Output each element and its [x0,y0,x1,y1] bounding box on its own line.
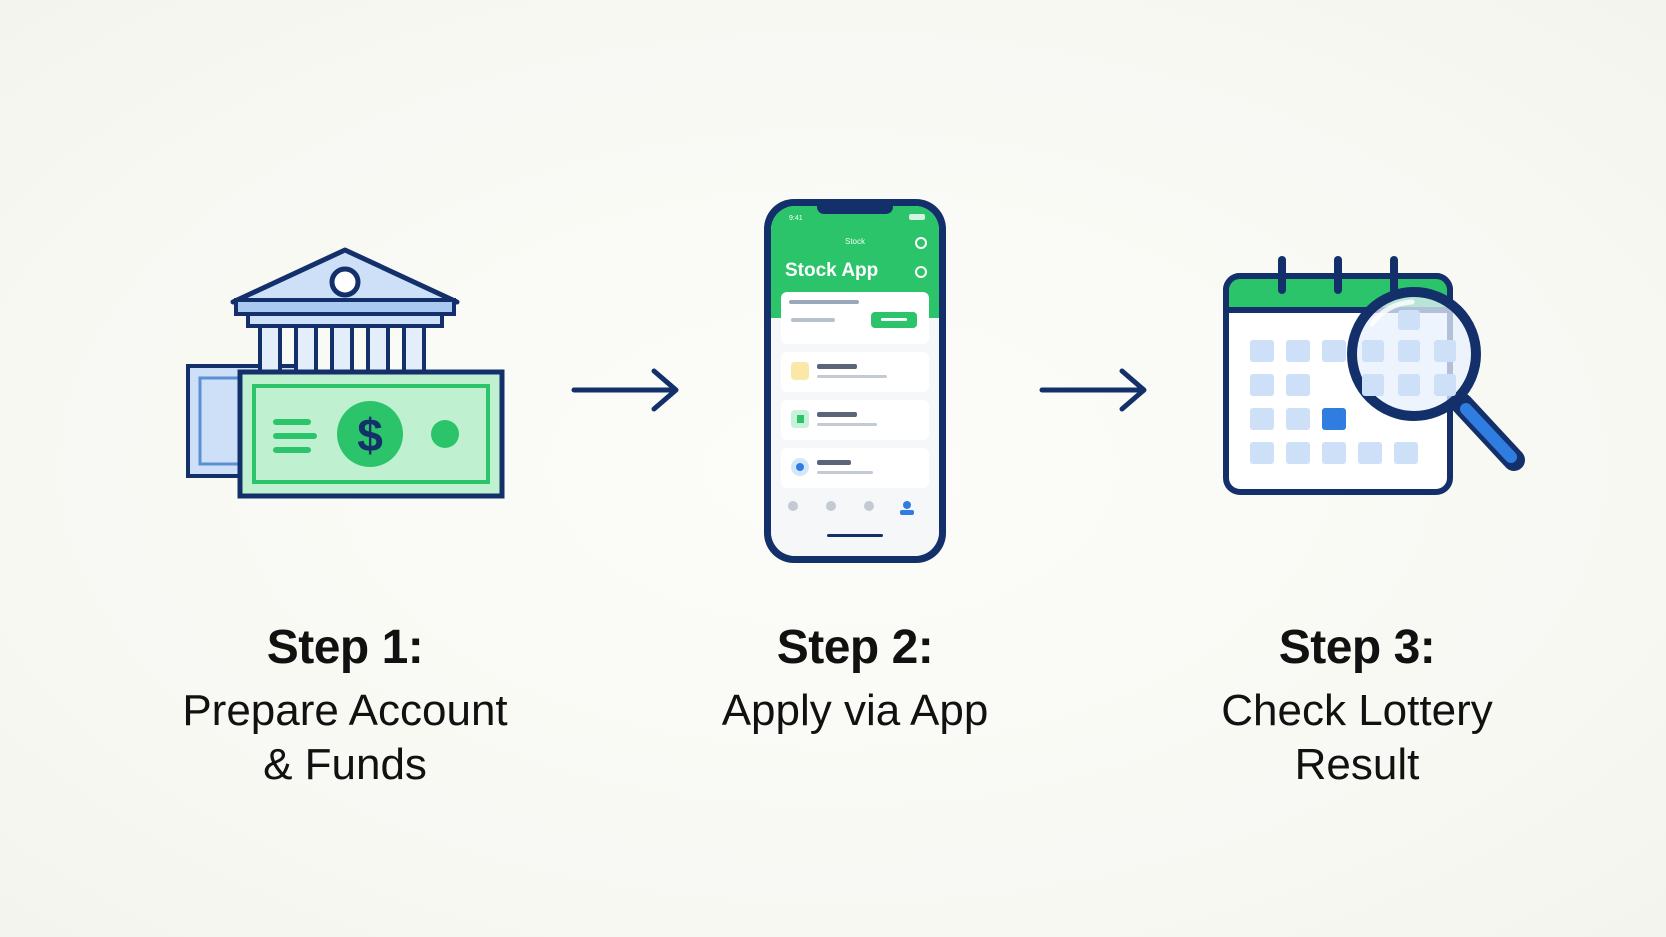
arrow-right-icon [1039,368,1147,412]
step-1: $ Step 1: Prepare Account & Funds [170,0,520,937]
step-3-title: Step 3: [1278,621,1436,674]
step-3-description: Check Lottery Result [1182,684,1532,792]
step-2-description: Apply via App [680,684,1030,738]
step-2-desc-line1: Apply via App [721,686,989,735]
smartphone-app-icon: 9:41 Stock Stock App [764,199,946,563]
arrow-right-icon [571,368,679,412]
bank-money-icon: $ [186,247,505,499]
step-3-desc-line2: Result [1294,740,1420,789]
step-2-title: Step 2: [776,621,934,674]
calendar-magnifier-icon [1223,256,1525,495]
svg-text:$: $ [357,409,383,461]
step-2: 9:41 Stock Stock App [680,0,1030,937]
step-1-desc-line2: & Funds [263,740,427,789]
step-3: Step 3: Check Lottery Result [1182,0,1532,937]
step-1-description: Prepare Account & Funds [170,684,520,792]
svg-text:Stock: Stock [845,237,866,246]
step-1-title: Step 1: [266,621,424,674]
svg-text:9:41: 9:41 [789,215,803,222]
phone-app-title: Stock App [785,260,878,281]
step-1-desc-line1: Prepare Account [182,686,508,735]
step-3-desc-line1: Check Lottery [1221,686,1493,735]
